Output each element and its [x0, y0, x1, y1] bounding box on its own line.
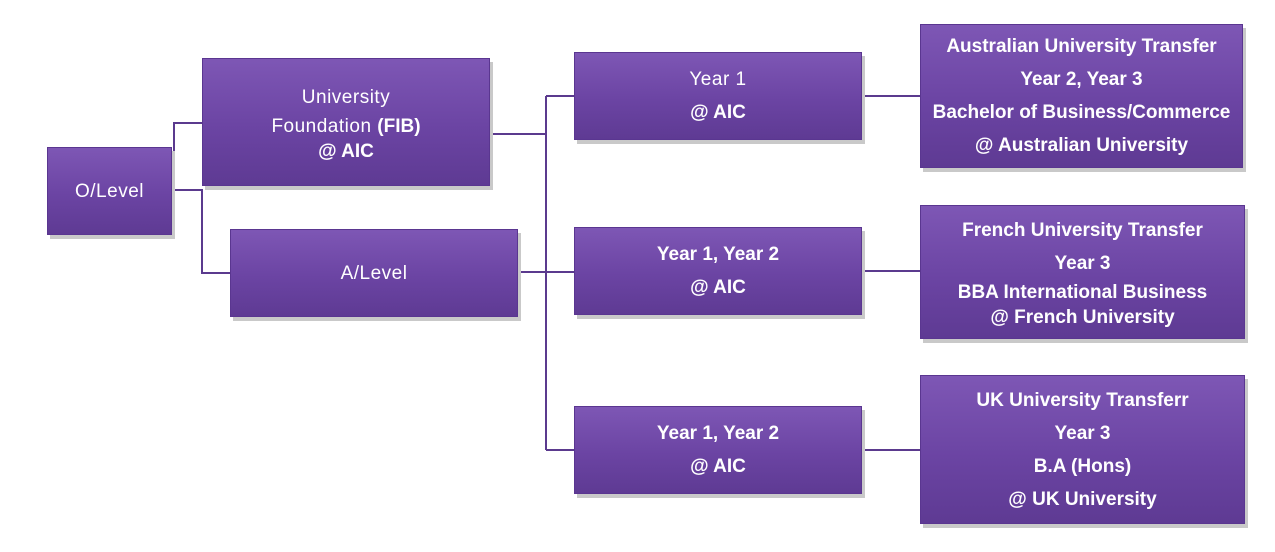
foundation-line3: @ AIC	[318, 140, 374, 162]
year12b-line1: Year 1, Year 2	[656, 423, 780, 444]
year1-line1: Year 1	[689, 69, 747, 90]
france-line4: @ French University	[990, 307, 1175, 328]
connector-olevel-alevel	[172, 189, 230, 274]
france-line3: BBA International Business	[957, 282, 1208, 303]
node-year1: Year 1 @ AIC	[574, 52, 862, 140]
year12a-line1: Year 1, Year 2	[656, 244, 780, 265]
uk-line2: Year 3	[1054, 422, 1111, 444]
node-year12-b: Year 1, Year 2 @ AIC	[574, 406, 862, 494]
year12a-line2: @ AIC	[690, 277, 746, 298]
node-uk-transfer: UK University Transferr Year 3 B.A (Hons…	[920, 375, 1245, 524]
foundation-fib: (FIB)	[377, 115, 421, 137]
alevel-label: A/Level	[340, 262, 408, 284]
australia-line4: @ Australian University	[974, 135, 1189, 156]
node-french-transfer: French University Transfer Year 3 BBA In…	[920, 205, 1245, 339]
australia-line3: Bachelor of Business/Commerce	[932, 102, 1231, 123]
node-australian-transfer: Australian University Transfer Year 2, Y…	[920, 24, 1243, 168]
node-university-foundation: University Foundation (FIB) @ AIC	[202, 58, 490, 186]
uk-line3: B.A (Hons)	[1033, 455, 1132, 477]
foundation-line1: University	[301, 86, 391, 108]
node-alevel: A/Level	[230, 229, 518, 317]
uk-line4: @ UK University	[1008, 488, 1157, 510]
france-line2: Year 3	[1054, 253, 1111, 274]
year12b-line2: @ AIC	[690, 456, 746, 477]
australia-line2: Year 2, Year 3	[1020, 69, 1143, 90]
uk-line1: UK University Transferr	[976, 389, 1189, 411]
foundation-line2: Foundation	[271, 115, 378, 137]
year1-line2: @ AIC	[690, 102, 746, 123]
olevel-label: O/Level	[75, 180, 144, 202]
france-line1: French University Transfer	[962, 220, 1203, 241]
australia-line1: Australian University Transfer	[946, 36, 1217, 57]
connector-olevel-foundation	[172, 122, 202, 191]
node-olevel: O/Level	[47, 147, 172, 235]
node-year12-a: Year 1, Year 2 @ AIC	[574, 227, 862, 315]
